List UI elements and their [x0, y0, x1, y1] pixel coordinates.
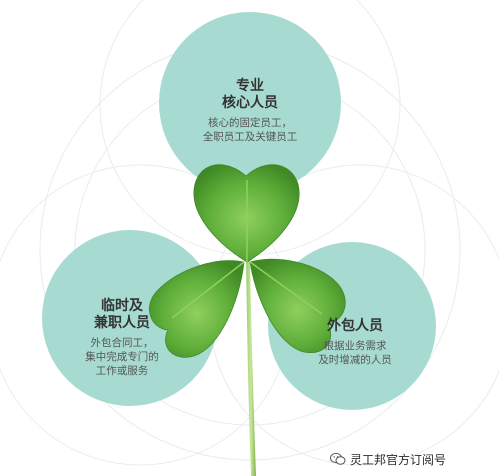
circle-top-title: 专业 核心人员 [222, 78, 278, 111]
circle-left-title: 临时及 兼职人员 [94, 298, 150, 331]
circle-left [42, 230, 218, 406]
clover-leaves [149, 164, 346, 358]
leaf-left [149, 260, 245, 358]
circle-top-text: 专业 核心人员 核心的固定员工， 全职员工及关键员工 [180, 78, 320, 144]
circle-top-desc: 核心的固定员工， 全职员工及关键员工 [202, 117, 298, 143]
clover-stem [246, 258, 256, 476]
watermark-text: 灵工邦官方订阅号 [350, 452, 447, 467]
circle-left-desc: 外包合同工， 集中完成专门的 工作或服务 [85, 337, 159, 377]
circle-top [159, 12, 341, 194]
circle-right-text: 外包人员 根据业务需求 及时增减的人员 [300, 318, 410, 367]
circle-right-desc: 根据业务需求 及时增减的人员 [318, 340, 392, 366]
wechat-icon [330, 452, 346, 465]
circle-right-title: 外包人员 [327, 318, 383, 334]
circle-left-text: 临时及 兼职人员 外包合同工， 集中完成专门的 工作或服务 [68, 298, 176, 378]
leaf-right [249, 258, 346, 354]
watermark: 灵工邦官方订阅号 [330, 450, 446, 468]
